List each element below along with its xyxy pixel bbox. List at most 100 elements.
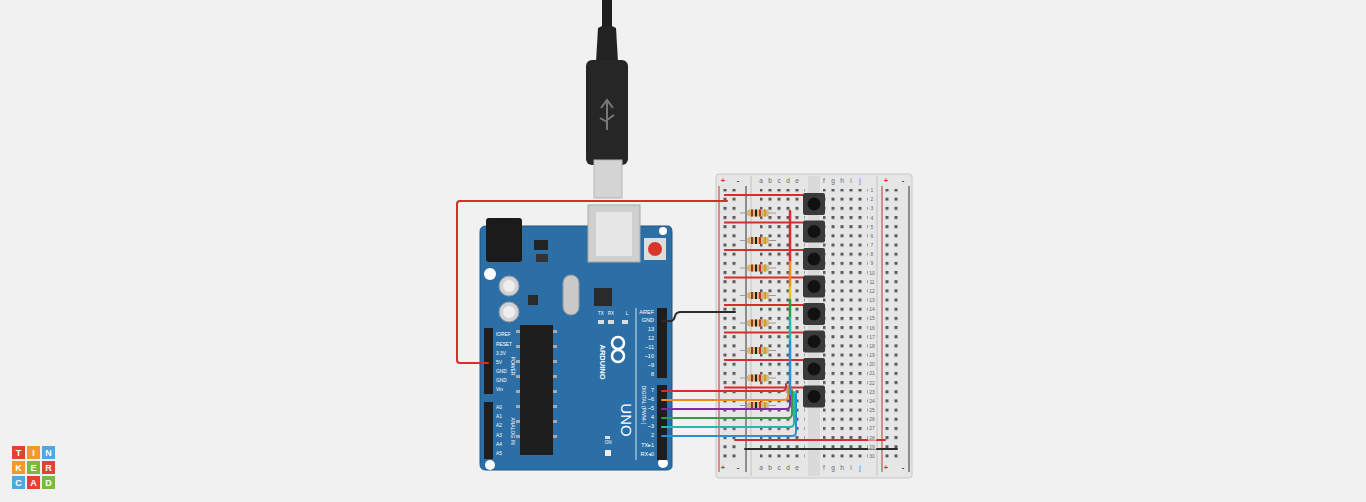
brand-text: ARDUINO [598,345,606,380]
pushbutton [803,221,825,243]
resistor-band [755,210,757,217]
column-letter: i [850,178,851,185]
row-number: 7 [870,243,875,248]
resistor-symbol [747,347,769,354]
pin-label: A5 [496,452,502,457]
rail-sign: - [902,464,905,472]
resistor-symbol [747,320,769,327]
row-number: 4 [870,215,875,220]
pin-label: A1 [496,415,502,420]
resistor-band [764,210,766,217]
atmega-chip [520,325,553,455]
row-number: 20 [868,362,876,367]
arduino-logo [612,337,624,362]
row-number: 5 [870,224,875,229]
resistor-band [755,347,757,354]
usb-strain [596,25,618,62]
power-header [484,328,493,394]
resistor-band [751,292,753,299]
resistor-band [755,237,757,244]
resistor-band [759,292,761,299]
logo-letter: R [45,463,52,472]
row-number: 22 [868,380,876,385]
rail-sign: + [721,464,725,472]
resistor-band [751,320,753,327]
resistor-band [755,402,757,409]
row-number: 8 [870,252,875,257]
resistor-symbol [747,210,769,217]
row-number: 9 [870,261,875,266]
resistor-band [751,210,753,217]
capacitor [499,302,519,322]
digital-header [657,385,667,460]
pin-label: Vin [496,388,503,393]
header-title: DIGITAL (PWM~) [641,386,646,425]
digital-header [657,308,667,378]
column-letter: g [831,465,835,472]
row-number: 18 [868,343,876,348]
column-letter: e [795,465,799,472]
rail-sign: + [884,177,888,185]
column-letter: c [777,178,780,185]
pin-label: TX▸1 [641,443,654,449]
led-label: RX [608,312,614,317]
column-letter: e [795,178,799,185]
pin-label: 8 [651,372,654,378]
arduino-board [480,226,672,470]
resistor-band [751,347,753,354]
column-letter: f [823,465,825,472]
pushbutton-cap [808,363,821,376]
pin-label: A4 [496,443,502,448]
column-letter: a [759,178,763,185]
row-number: 11 [868,279,875,284]
pushbutton-cap [808,198,821,211]
pushbutton-cap [808,308,821,321]
resistor-band [764,375,766,382]
logo-letter: C [15,478,22,487]
pin-label: ~3 [648,424,654,430]
resistor-band [759,210,761,217]
pushbutton-cap [808,253,821,266]
usb-metal [594,160,622,198]
wire-5v [457,201,727,363]
pin-label: RESET [496,343,512,348]
usb-plug [586,60,628,165]
header-title: POWER [510,357,515,376]
row-number: 6 [870,233,875,238]
row-number: 26 [868,417,876,422]
pushbutton-cap [808,335,821,348]
crystal [563,275,579,315]
wire-pin5 [662,388,790,409]
logo-letter: K [15,463,22,472]
wire-pin3 [662,392,794,427]
resistor-band [759,265,761,272]
row-number: 27 [868,426,876,431]
resistor-band [764,320,766,327]
column-letter: j [859,465,860,472]
header-title: ANALOG IN [510,417,515,444]
resistor-symbol [747,375,769,382]
row-number: 10 [868,270,876,275]
resistor-band [755,292,757,299]
pushbutton-cap [808,280,821,293]
resistor-band [759,347,761,354]
pin-label: AREF [639,310,654,316]
pin-label: A2 [496,424,502,429]
pushbutton [803,386,825,408]
rail-sign: - [737,464,740,472]
column-letter: h [840,465,844,472]
pin-label: 3.3V [496,352,506,357]
wire-gnd [662,312,735,321]
pin-label: GND [496,370,507,375]
pin-label: ~10 [645,354,654,360]
row-number: 23 [868,389,876,394]
resistor-band [764,402,766,409]
led-label: ON [605,441,612,446]
column-letter: j [859,178,860,185]
breadboard-holes [823,189,868,462]
resistor-band [755,265,757,272]
row-number: 15 [868,316,876,321]
led-label: L [626,312,629,317]
resistor-band [759,237,761,244]
